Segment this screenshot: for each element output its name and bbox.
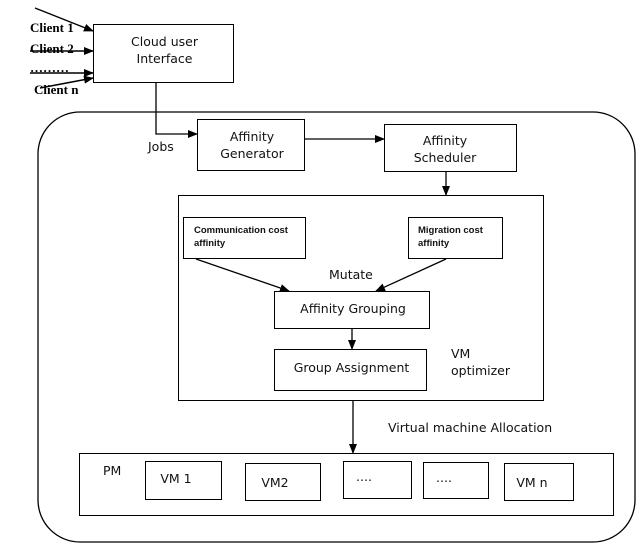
migration-cost-affinity-label: Migration cost affinity — [418, 225, 483, 249]
communication-cost-affinity-label: Communication cost affinity — [194, 225, 288, 249]
vm-label: .... — [356, 469, 372, 484]
affinity-grouping-box: Affinity Grouping — [274, 291, 430, 329]
migration-to-grouping-arrow — [375, 258, 447, 292]
vm-label: VM 1 — [160, 471, 192, 486]
jobs-arrow — [155, 82, 198, 138]
vm-label: VM n — [516, 475, 548, 490]
affinity-generator-box: Affinity Generator — [197, 119, 305, 171]
client-n-label: Client n — [34, 82, 79, 97]
affinity-grouping-label: Affinity Grouping — [300, 301, 406, 316]
vm-box: VM 1 — [145, 461, 222, 500]
client-dots-label: ……… — [30, 60, 69, 75]
affinity-generator-label: Affinity Generator — [220, 129, 284, 161]
affinity-scheduler-box: Affinity Scheduler — [384, 124, 517, 172]
cloud-user-interface-label: Cloud user Interface — [131, 34, 198, 66]
cloud-user-interface-box: Cloud user Interface — [93, 24, 234, 83]
client-2-label: Client 2 — [30, 41, 74, 56]
vm-box: VM n — [504, 463, 574, 501]
vm-box: .... — [343, 461, 412, 499]
vm-label: .... — [436, 470, 452, 485]
vm-optimizer-label: VM optimizer — [451, 346, 510, 378]
vm-optimizer-container — [178, 195, 544, 401]
group-assignment-label: Group Assignment — [293, 360, 410, 375]
mutate-label: Mutate — [329, 267, 373, 282]
vm-box: VM2 — [245, 463, 321, 501]
communication-cost-affinity-box: Communication cost affinity — [183, 217, 306, 259]
cloud-boundary — [37, 111, 636, 543]
client1-arrow — [34, 7, 94, 32]
pm-label: PM — [103, 463, 122, 478]
affinity-scheduler-label: Affinity Scheduler — [413, 133, 477, 165]
migration-cost-affinity-box: Migration cost affinity — [408, 217, 503, 259]
client-1-label: Client 1 — [30, 20, 74, 35]
clientn-arrow — [39, 75, 94, 89]
jobs-label: Jobs — [148, 139, 174, 154]
vm-box: .... — [423, 462, 489, 499]
vm-label: VM2 — [261, 475, 289, 490]
vm-allocation-label: Virtual machine Allocation — [388, 420, 553, 435]
group-assignment-box: Group Assignment — [274, 349, 427, 391]
comm-to-grouping-arrow — [195, 258, 290, 292]
